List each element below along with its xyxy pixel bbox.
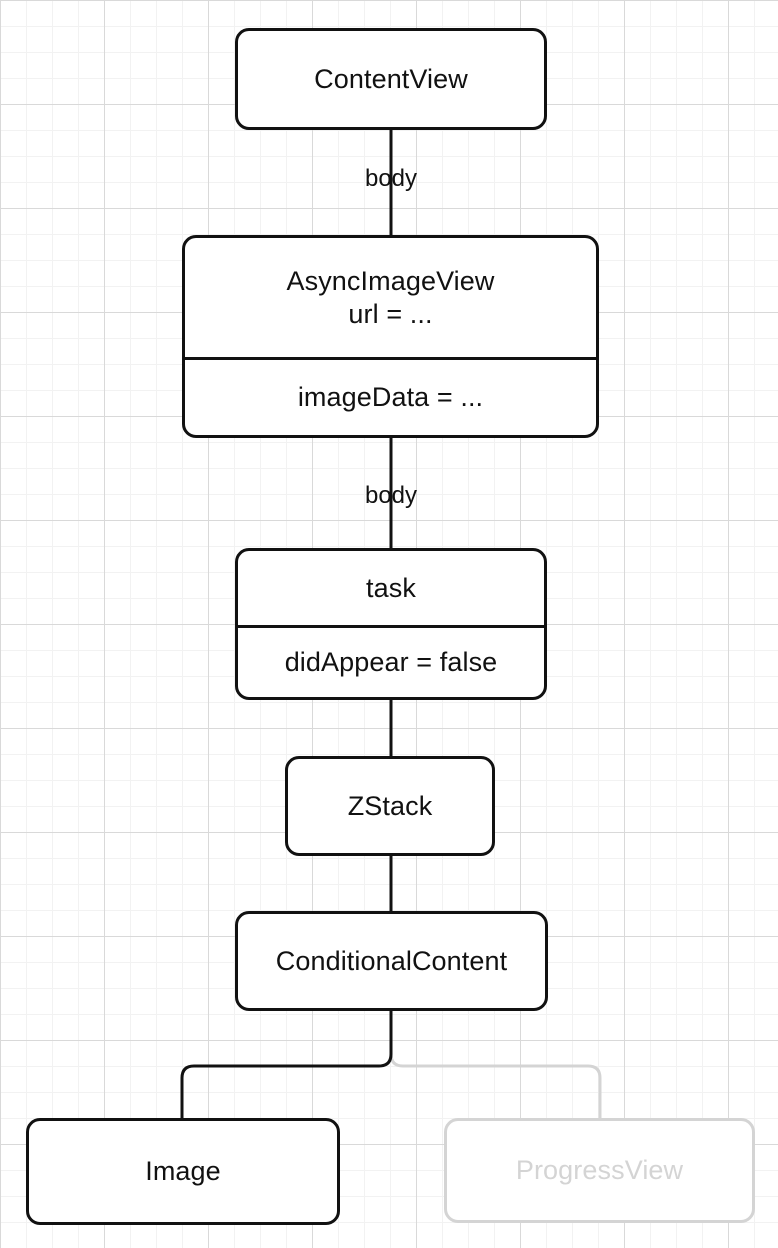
node-content-view[interactable]: ContentView bbox=[235, 28, 547, 130]
node-task-header: task bbox=[238, 551, 544, 625]
node-progress-view-body: ProgressView bbox=[447, 1121, 752, 1220]
node-conditional-content-title: ConditionalContent bbox=[275, 945, 508, 976]
node-async-image-view[interactable]: AsyncImageView url = ... imageData = ... bbox=[182, 235, 599, 438]
node-async-image-view-attribute-imagedata: imageData = ... bbox=[297, 382, 484, 413]
node-task[interactable]: task didAppear = false bbox=[235, 548, 547, 700]
edge-label-content-view-body: body bbox=[364, 165, 418, 192]
node-image-body: Image bbox=[29, 1121, 337, 1222]
node-task-attributes: didAppear = false bbox=[238, 625, 544, 697]
node-content-view-title: ContentView bbox=[314, 63, 468, 94]
node-conditional-content-body: ConditionalContent bbox=[238, 914, 545, 1008]
edge-label-async-image-view-body: body bbox=[364, 482, 418, 509]
node-conditional-content[interactable]: ConditionalContent bbox=[235, 911, 548, 1011]
node-async-image-view-subtitle: url = ... bbox=[348, 298, 433, 329]
node-task-title: task bbox=[366, 572, 416, 603]
node-progress-view[interactable]: ProgressView bbox=[444, 1118, 755, 1223]
node-async-image-view-attributes: imageData = ... bbox=[185, 357, 596, 435]
node-content-view-body: ContentView bbox=[238, 31, 544, 127]
node-zstack-body: ZStack bbox=[288, 759, 492, 853]
node-image-title: Image bbox=[145, 1156, 221, 1187]
node-zstack[interactable]: ZStack bbox=[285, 756, 495, 856]
node-task-attribute-didappear: didAppear = false bbox=[284, 647, 498, 678]
edge-conditional-content-to-image bbox=[180, 1009, 393, 1120]
node-zstack-title: ZStack bbox=[347, 790, 433, 821]
node-image[interactable]: Image bbox=[26, 1118, 340, 1225]
node-async-image-view-title: AsyncImageView bbox=[286, 265, 495, 296]
edge-conditional-content-to-progress-view bbox=[389, 1009, 602, 1120]
node-progress-view-title: ProgressView bbox=[515, 1155, 684, 1186]
node-async-image-view-header: AsyncImageView url = ... bbox=[185, 238, 596, 357]
